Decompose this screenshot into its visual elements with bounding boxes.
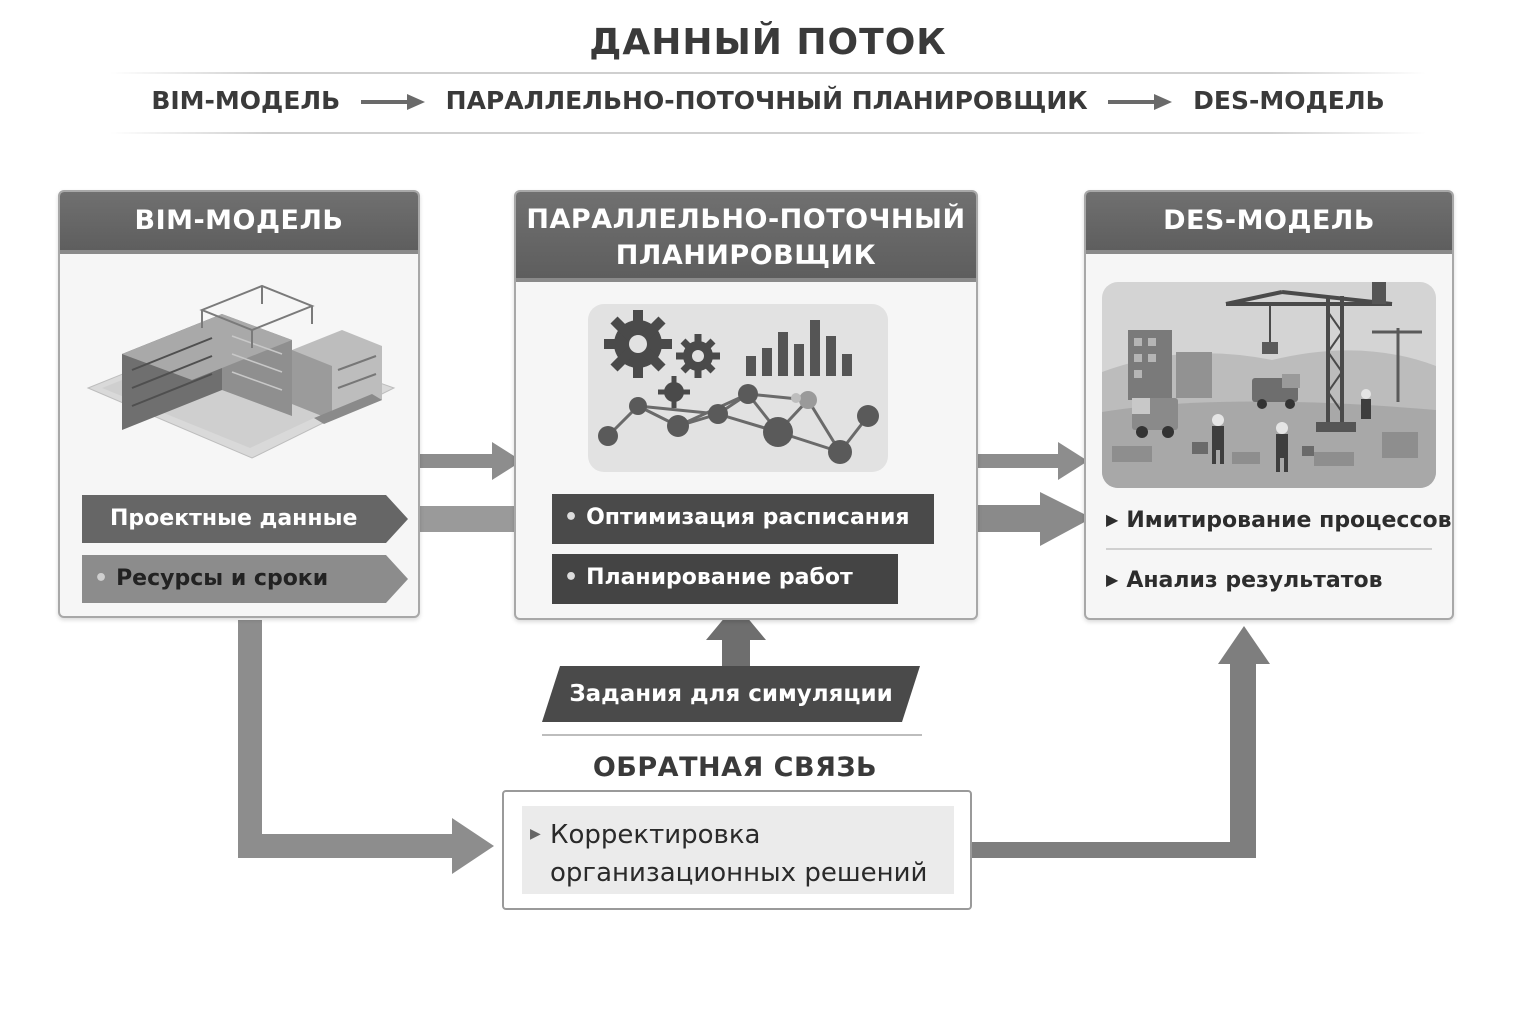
building-icon	[86, 284, 396, 459]
planner-item-label: Планирование работ	[586, 565, 853, 590]
bullet-icon: •	[564, 505, 579, 530]
des-item-divider	[1106, 548, 1432, 550]
construction-site-panel	[1102, 282, 1436, 488]
planner-title-line1: ПАРАЛЛЕЛЬНО-ПОТОЧНЫЙ	[526, 204, 966, 235]
bim-panel-title: BIM-МОДЕЛЬ	[134, 205, 344, 236]
bim-item-resources: • Ресурсы и сроки	[82, 555, 408, 603]
planner-panel-header: ПАРАЛЛЕЛЬНО-ПОТОЧНЫЙ ПЛАНИРОВЩИК	[516, 192, 976, 282]
bim-panel-header: BIM-МОДЕЛЬ	[60, 192, 418, 254]
flow-summary: BIM-МОДЕЛЬ ПАРАЛЛЕЛЬНО-ПОТОЧНЫЙ ПЛАНИРОВ…	[0, 86, 1536, 115]
flow-divider	[110, 132, 1426, 134]
simulation-tasks-banner: Задания для симуляции	[542, 666, 920, 722]
des-panel-header: DES-МОДЕЛЬ	[1086, 192, 1452, 254]
bim-panel: BIM-МОДЕЛЬ Проектные данные	[58, 190, 420, 618]
arrow-tasks-to-planner	[706, 604, 766, 668]
feedback-text: Корректировка организационных решений	[550, 816, 927, 892]
page-title: ДАННЫЙ ПОТОК	[589, 22, 947, 63]
des-item-process-simulation: ▶ Имитирование процессов	[1106, 508, 1452, 533]
bim-item-project-data: Проектные данные	[82, 495, 408, 543]
planner-panel: ПАРАЛЛЕЛЬНО-ПОТОЧНЫЙ ПЛАНИРОВЩИК	[514, 190, 978, 620]
feedback-line1: Корректировка	[550, 820, 761, 850]
flow-arrow-icon	[1108, 94, 1173, 110]
feedback-title: ОБРАТНАЯ СВЯЗЬ	[592, 752, 878, 783]
flow-step-des: DES-МОДЕЛЬ	[1193, 86, 1385, 115]
planner-title-line2: ПЛАНИРОВЩИК	[615, 240, 877, 271]
arrow-bim-to-feedback	[238, 620, 494, 874]
flow-step-planner: ПАРАЛЛЕЛЬНО-ПОТОЧНЫЙ ПЛАНИРОВЩИК	[445, 86, 1088, 115]
construction-icon	[1102, 282, 1436, 488]
triangle-bullet-icon: ▶	[1106, 510, 1119, 529]
bim-item-label: Проектные данные	[110, 506, 358, 531]
feedback-line2: организационных решений	[550, 858, 928, 888]
gears-network-panel	[588, 304, 888, 472]
des-panel: DES-МОДЕЛЬ	[1084, 190, 1454, 620]
simulation-tasks-label: Задания для симуляции	[569, 681, 893, 707]
gears-icon	[598, 310, 879, 464]
arrow-bim-ribbon-to-planner	[400, 506, 520, 532]
bullet-icon: •	[564, 565, 579, 590]
planner-item-label: Оптимизация расписания	[586, 505, 910, 530]
triangle-bullet-icon: ▶	[1106, 570, 1119, 589]
flow-arrow-icon	[360, 94, 425, 110]
des-panel-title: DES-МОДЕЛЬ	[1163, 205, 1375, 236]
des-item-results-analysis: ▶ Анализ результатов	[1106, 568, 1383, 593]
feedback-box: ▶ Корректировка организационных решений	[502, 790, 972, 910]
triangle-bullet-icon: ▶	[530, 826, 541, 842]
bim-item-label: Ресурсы и сроки	[116, 566, 329, 591]
top-divider	[110, 72, 1426, 74]
flow-step-bim: BIM-МОДЕЛЬ	[151, 86, 341, 115]
arrow-planner-to-des	[905, 442, 1088, 480]
des-item-label: Анализ результатов	[1126, 568, 1383, 593]
tasks-underline	[542, 734, 922, 736]
des-item-label: Имитирование процессов	[1126, 508, 1452, 533]
bullet-icon: •	[94, 566, 109, 591]
planner-item-work-planning: • Планирование работ	[552, 554, 898, 604]
planner-item-schedule-optimization: • Оптимизация расписания	[552, 494, 934, 544]
feedback-inner-panel: ▶ Корректировка организационных решений	[522, 806, 954, 894]
